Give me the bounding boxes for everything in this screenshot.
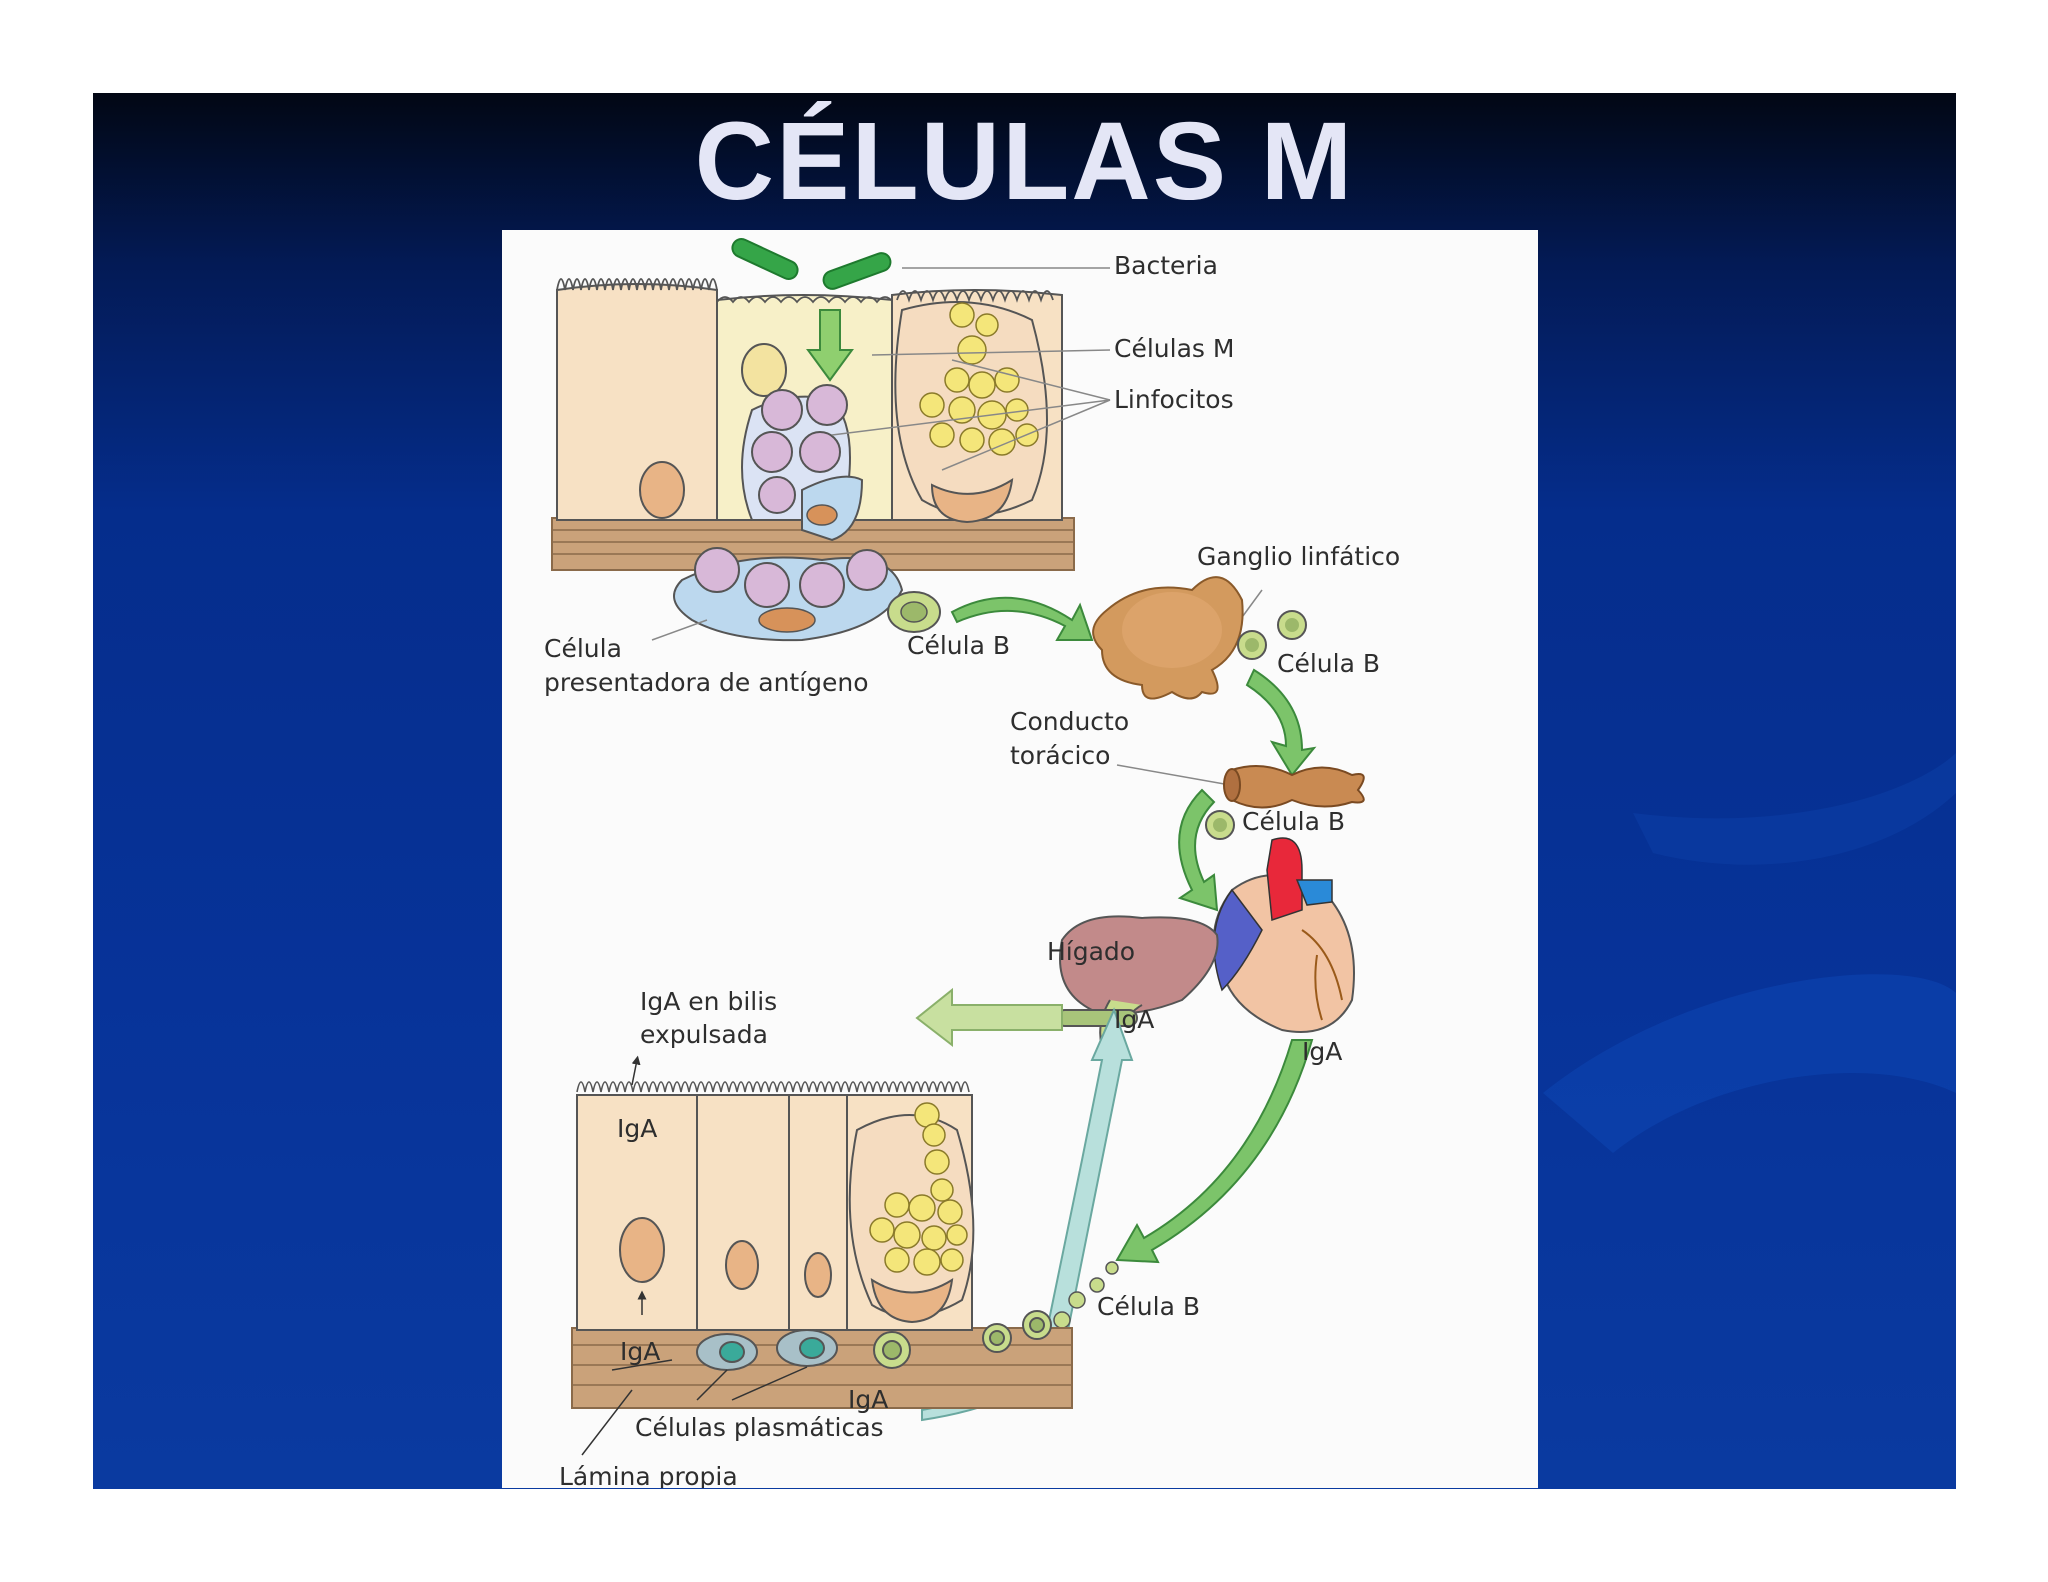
label-iga-bilis-1: IgA en bilis [640, 987, 777, 1016]
b-cell-icon [1237, 610, 1307, 660]
label-celulas-m: Células M [1114, 334, 1234, 363]
label-bacteria: Bacteria [1114, 251, 1218, 280]
label-iga-heart: IgA [1302, 1037, 1342, 1066]
slide-title: CÉLULAS M [694, 100, 1355, 223]
label-celula-b-4: Célula B [1097, 1292, 1200, 1321]
label-celula-b-3: Célula B [1242, 807, 1345, 836]
label-higado: Hígado [1047, 937, 1135, 966]
label-plasmaticas: Células plasmáticas [635, 1413, 884, 1442]
flow-arrow [1177, 788, 1219, 912]
label-celula-b-2: Célula B [1277, 649, 1380, 678]
label-iga-plasma: IgA [848, 1385, 888, 1414]
label-ganglio: Ganglio linfático [1197, 542, 1400, 571]
label-iga-liver: IgA [1114, 1005, 1154, 1034]
entry-arrow [806, 309, 854, 382]
label-linfocitos: Linfocitos [1114, 385, 1234, 414]
bottom-epithelium [571, 1081, 1073, 1409]
label-conducto-1: Conducto [1010, 707, 1129, 736]
b-cell-icon [1205, 810, 1235, 840]
flow-arrow [950, 596, 1094, 641]
label-celula-apc-1: Célula [544, 634, 622, 663]
bacteria-icon [731, 238, 892, 290]
diagram-figure: Bacteria Células M Linfocitos Ganglio li… [502, 230, 1538, 1488]
label-lamina: Lámina propia [559, 1462, 738, 1488]
top-epithelium [551, 278, 1075, 642]
flow-arrow [1115, 1039, 1314, 1264]
b-cell-icon [887, 591, 941, 633]
label-conducto-2: torácico [1010, 741, 1110, 770]
label-celula-apc-2: presentadora de antígeno [544, 668, 869, 697]
label-iga-cell: IgA [617, 1114, 657, 1143]
flow-arrow [1245, 668, 1317, 777]
leader-lines-bottom [581, 1055, 808, 1456]
heart-icon [1213, 837, 1355, 1033]
diagram-labels: Bacteria Células M Linfocitos Ganglio li… [544, 251, 1400, 1488]
b-cell-dots [1053, 1261, 1119, 1329]
lymph-node-icon [1092, 576, 1244, 700]
label-celula-b-1: Célula B [907, 631, 1010, 660]
label-iga-lamina: IgA [620, 1337, 660, 1366]
label-iga-bilis-2: expulsada [640, 1020, 768, 1049]
background-swoosh [1543, 753, 1956, 1153]
leader-lines-top [651, 267, 1263, 786]
bile-arrow [915, 987, 1063, 1048]
thoracic-duct-icon [1223, 765, 1365, 809]
